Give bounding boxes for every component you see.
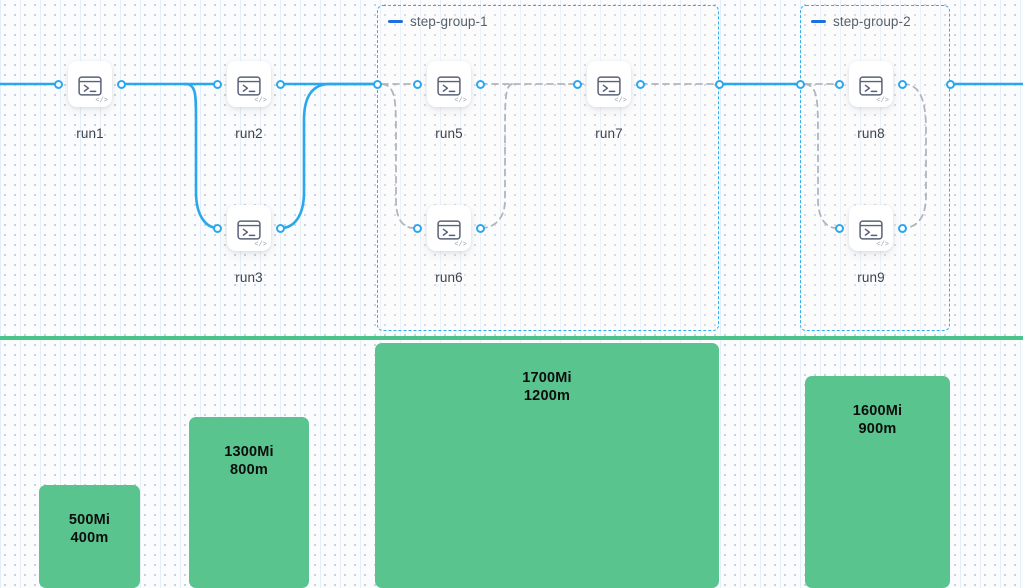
- resource-bar[interactable]: 1600Mi 900m: [805, 376, 950, 588]
- handle-target-run6[interactable]: [413, 223, 422, 233]
- node-run5[interactable]: </>: [427, 61, 471, 107]
- minus-icon[interactable]: [811, 20, 826, 23]
- resource-bar[interactable]: 500Mi 400m: [39, 485, 140, 588]
- handle-target-run2[interactable]: [213, 79, 222, 89]
- node-run3[interactable]: </>: [227, 205, 271, 251]
- group-header-1[interactable]: step-group-1: [388, 14, 488, 29]
- node-label-run8: run8: [857, 126, 885, 141]
- node-run7[interactable]: </>: [587, 61, 631, 107]
- terminal-icon: [237, 76, 261, 101]
- handle-source-run8[interactable]: [898, 79, 907, 89]
- bar-value-label: 1700Mi 1200m: [375, 369, 719, 405]
- handle-target-run5[interactable]: [413, 79, 422, 89]
- code-icon[interactable]: </>: [254, 97, 267, 105]
- bar-cpu-value: 900m: [858, 421, 897, 437]
- bar-value-label: 500Mi 400m: [39, 511, 140, 547]
- node-label-run7: run7: [595, 126, 623, 141]
- terminal-icon: [437, 76, 461, 101]
- node-run9[interactable]: </>: [849, 205, 893, 251]
- group-label: step-group-2: [833, 14, 911, 29]
- group-label: step-group-1: [410, 14, 488, 29]
- bar-cpu-value: 1200m: [523, 388, 571, 404]
- bar-memory-value: 1300Mi: [224, 444, 274, 460]
- bar-value-label: 1300Mi 800m: [189, 443, 309, 479]
- handle-target-run7[interactable]: [573, 79, 582, 89]
- handle-target-run9[interactable]: [835, 223, 844, 233]
- handle-source-run9[interactable]: [898, 223, 907, 233]
- handle-group1-entry[interactable]: [372, 79, 382, 89]
- code-icon[interactable]: </>: [876, 241, 889, 249]
- group-step-group-1[interactable]: step-group-1: [377, 5, 719, 331]
- node-run8[interactable]: </>: [849, 61, 893, 107]
- code-icon[interactable]: </>: [454, 97, 467, 105]
- handle-source-run5[interactable]: [476, 79, 485, 89]
- resource-bar[interactable]: 1300Mi 800m: [189, 417, 309, 588]
- code-icon[interactable]: </>: [876, 97, 889, 105]
- bar-memory-value: 1600Mi: [852, 403, 903, 419]
- code-icon[interactable]: </>: [454, 241, 467, 249]
- resource-bar[interactable]: 1700Mi 1200m: [375, 343, 719, 588]
- terminal-icon: [78, 76, 102, 101]
- handle-group2-entry[interactable]: [795, 79, 805, 89]
- bar-cpu-value: 800m: [230, 462, 268, 478]
- handle-source-run6[interactable]: [476, 223, 485, 233]
- bar-memory-value: 1700Mi: [522, 370, 572, 386]
- node-label-run6: run6: [435, 270, 463, 285]
- handle-source-run1[interactable]: [117, 79, 126, 89]
- terminal-icon: [859, 76, 883, 101]
- minus-icon[interactable]: [388, 20, 403, 23]
- terminal-icon: [597, 76, 621, 101]
- handle-target-run8[interactable]: [835, 79, 844, 89]
- handle-group2-exit[interactable]: [945, 79, 955, 89]
- node-run2[interactable]: </>: [227, 61, 271, 107]
- handle-source-run3[interactable]: [276, 223, 285, 233]
- node-run1[interactable]: </>: [68, 61, 112, 107]
- bar-cpu-value: 400m: [70, 530, 109, 546]
- node-label-run2: run2: [235, 126, 263, 141]
- bar-memory-value: 500Mi: [68, 512, 111, 528]
- group-step-group-2[interactable]: step-group-2: [800, 5, 950, 331]
- group-header-2[interactable]: step-group-2: [811, 14, 911, 29]
- handle-source-run2[interactable]: [276, 79, 285, 89]
- handle-source-run7[interactable]: [636, 79, 645, 89]
- terminal-icon: [859, 220, 883, 245]
- node-label-run3: run3: [235, 270, 263, 285]
- handle-group1-exit[interactable]: [714, 79, 724, 89]
- node-label-run1: run1: [76, 126, 104, 141]
- code-icon[interactable]: </>: [614, 97, 627, 105]
- bar-value-label: 1600Mi 900m: [805, 402, 950, 438]
- node-label-run5: run5: [435, 126, 463, 141]
- code-icon[interactable]: </>: [95, 97, 108, 105]
- handle-target-run3[interactable]: [213, 223, 222, 233]
- section-divider: [0, 336, 1023, 340]
- node-label-run9: run9: [857, 270, 885, 285]
- terminal-icon: [437, 220, 461, 245]
- node-run6[interactable]: </>: [427, 205, 471, 251]
- handle-target-run1[interactable]: [54, 79, 63, 89]
- terminal-icon: [237, 220, 261, 245]
- code-icon[interactable]: </>: [254, 241, 267, 249]
